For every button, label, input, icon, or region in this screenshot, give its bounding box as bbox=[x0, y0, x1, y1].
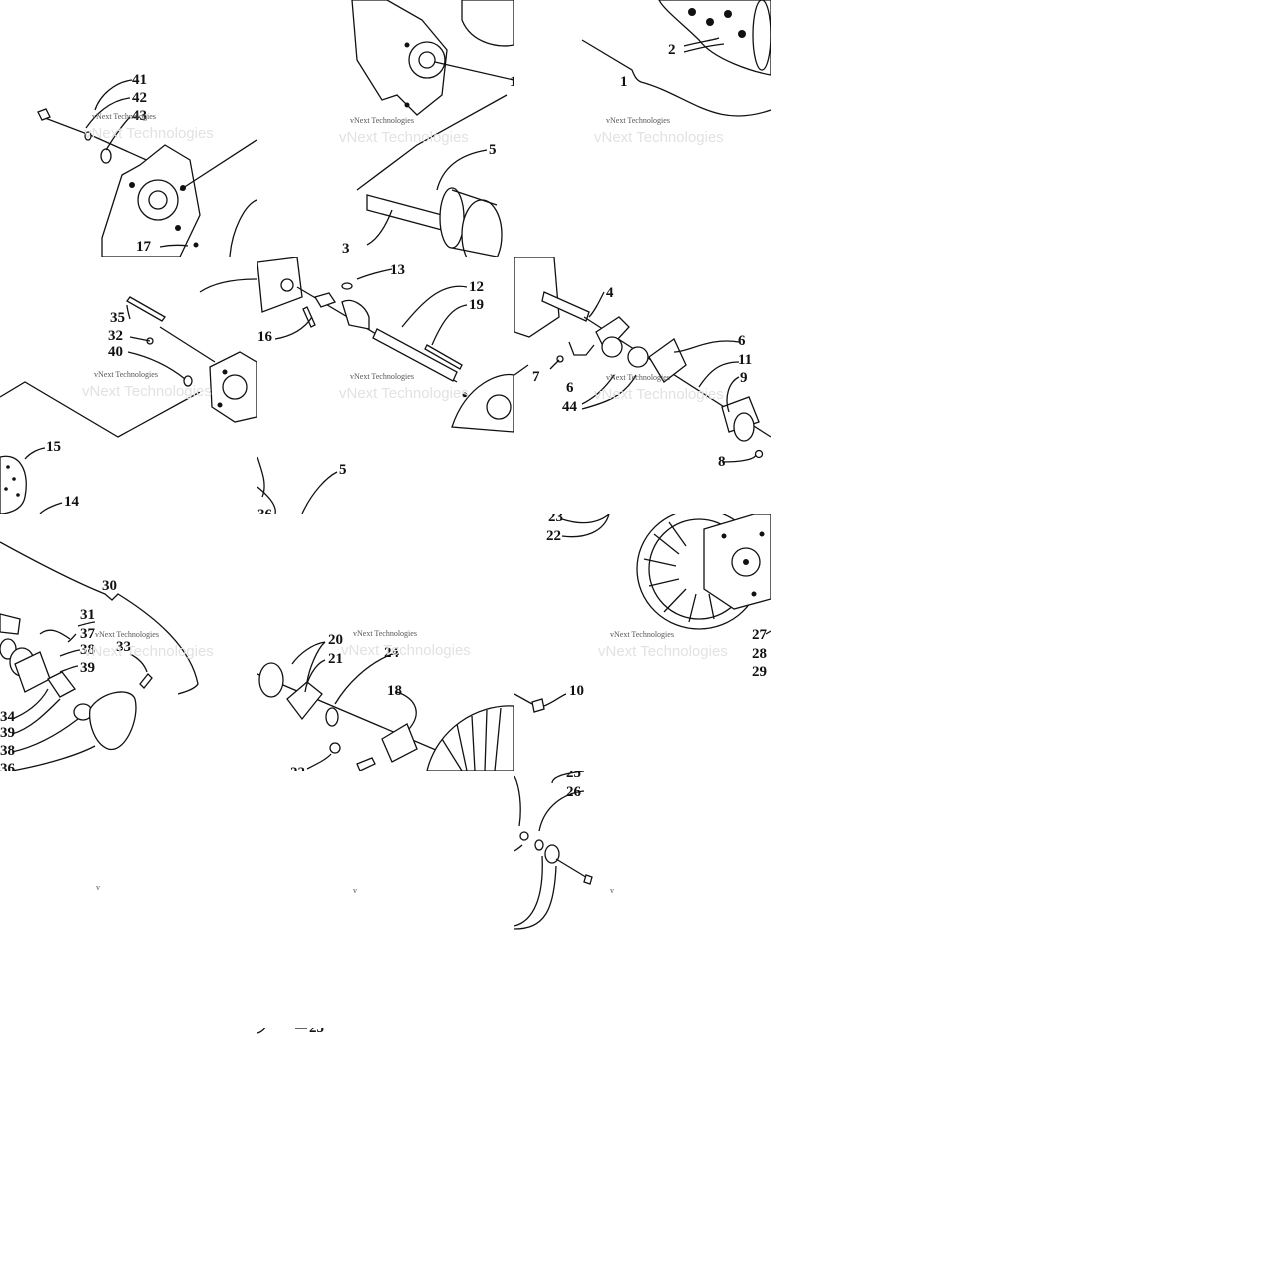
callout-42: 42 bbox=[132, 90, 147, 106]
callout-32: 32 bbox=[108, 328, 123, 344]
callout-16: 16 bbox=[257, 329, 272, 345]
callout-17: 17 bbox=[136, 239, 151, 255]
diagram-tile-r1c1: 13 12 19 16 5 36 vNext Technologies vNex… bbox=[257, 257, 514, 514]
callout-4: 4 bbox=[606, 285, 614, 301]
callout-11: 11 bbox=[738, 352, 753, 368]
callout-22: 22 bbox=[546, 528, 561, 544]
callout-15: 15 bbox=[46, 439, 61, 455]
diagram-tile-r2c2: 23 22 27 28 29 10 vNext Technologies vNe… bbox=[514, 514, 771, 771]
callout-26: 26 bbox=[566, 784, 581, 800]
brake-caliper-drawing bbox=[0, 541, 199, 771]
callout-23: 23 bbox=[548, 514, 563, 525]
callout-22: 22 bbox=[290, 766, 305, 772]
callout-39: 39 bbox=[80, 660, 95, 676]
callout-9: 9 bbox=[740, 370, 748, 386]
callout-38: 38 bbox=[0, 743, 15, 759]
diagram-tile-r2c1: 20 21 24 18 22 vNext Technologies vNext … bbox=[257, 514, 514, 771]
diagram-tile-r3c2: 25 26 v bbox=[514, 771, 771, 1028]
callout-33: 33 bbox=[116, 639, 131, 655]
callout-14: 14 bbox=[64, 494, 79, 510]
callout-40: 40 bbox=[108, 344, 123, 360]
callout-1: 1 bbox=[620, 74, 628, 90]
callout-1: 1 bbox=[510, 74, 514, 90]
watermark: v bbox=[96, 883, 100, 892]
callout-19: 19 bbox=[469, 297, 484, 313]
callout-12: 12 bbox=[469, 279, 484, 295]
driven-pulley-drawing bbox=[257, 641, 514, 771]
watermark: vNext Technologies bbox=[610, 630, 674, 639]
callout-34: 34 bbox=[0, 709, 15, 725]
callout-20: 20 bbox=[328, 632, 343, 648]
diagram-tile-r3c1: v bbox=[257, 771, 514, 1028]
callout-18: 18 bbox=[387, 683, 402, 699]
diagram-tile-r0c1: 1 5 3 vNext Technologies vNext Technolog… bbox=[257, 0, 514, 257]
diagram-tile-r1c2: 4 7 6 6 11 9 44 8 vNext Technologies vNe… bbox=[514, 257, 771, 514]
watermark-ghost: vNext Technologies bbox=[594, 129, 724, 146]
callout-44: 44 bbox=[562, 399, 577, 415]
watermark-ghost: vNext Technologies bbox=[598, 643, 728, 660]
callout-43: 43 bbox=[132, 108, 147, 124]
watermark: v bbox=[610, 886, 614, 895]
callout-41: 41 bbox=[132, 72, 147, 88]
callout-38: 38 bbox=[80, 642, 95, 658]
diagram-tile-r1c0: 35 32 40 15 14 vNext Technologies vNext … bbox=[0, 257, 257, 514]
diagram-tile-r0c2: 2 1 vNext Technologies vNext Technologie… bbox=[514, 0, 771, 257]
watermark-ghost: vNext Technologies bbox=[339, 385, 469, 402]
pulley-fragment-drawing bbox=[257, 1028, 307, 1034]
engine-housing-drawing bbox=[37, 79, 257, 257]
callout-30: 30 bbox=[102, 578, 117, 594]
callout-31: 31 bbox=[80, 607, 95, 623]
driveshaft-drawing bbox=[351, 0, 514, 257]
callout-7: 7 bbox=[532, 369, 540, 385]
callout-6: 6 bbox=[566, 380, 574, 396]
watermark-ghost: vNext Technologies bbox=[82, 383, 212, 400]
watermark: vNext Technologies bbox=[92, 112, 156, 121]
pulley-bolt-drawing bbox=[514, 771, 593, 930]
callout-25: 25 bbox=[566, 771, 581, 781]
watermark-ghost: vNext Technologies bbox=[84, 643, 214, 660]
bearing-flange-drawing bbox=[514, 257, 771, 463]
callout-8: 8 bbox=[718, 454, 726, 470]
watermark: vNext Technologies bbox=[606, 373, 670, 382]
diagram-tile-r4c1: 25 bbox=[257, 1028, 514, 1285]
callout-10: 10 bbox=[569, 683, 584, 699]
chaincase-drawing bbox=[0, 278, 257, 514]
watermark: vNext Technologies bbox=[94, 370, 158, 379]
callout-35: 35 bbox=[110, 310, 125, 326]
drive-pulley-drawing bbox=[514, 514, 771, 713]
callout-37: 37 bbox=[80, 626, 95, 642]
callout-25: 25 bbox=[309, 1028, 324, 1036]
callout-28: 28 bbox=[752, 646, 767, 662]
callout-3: 3 bbox=[342, 241, 350, 257]
callout-5: 5 bbox=[339, 462, 347, 478]
callout-13: 13 bbox=[390, 262, 405, 278]
watermark-ghost: vNext Technologies bbox=[84, 125, 214, 142]
callout-39: 39 bbox=[0, 725, 15, 741]
callout-2: 2 bbox=[668, 42, 676, 58]
clutch-assembly-drawing bbox=[581, 0, 771, 117]
callout-36: 36 bbox=[257, 508, 272, 515]
watermark: vNext Technologies bbox=[606, 116, 670, 125]
callout-27: 27 bbox=[752, 627, 767, 643]
callout-29: 29 bbox=[752, 664, 767, 680]
callout-36: 36 bbox=[0, 761, 15, 772]
watermark: vNext Technologies bbox=[350, 372, 414, 381]
watermark: vNext Technologies bbox=[353, 629, 417, 638]
callout-21: 21 bbox=[328, 651, 343, 667]
diagram-tile-r2c0: 30 31 37 38 39 33 34 39 38 36 vNext Tech… bbox=[0, 514, 257, 771]
watermark-ghost: vNext Technologies bbox=[594, 386, 724, 403]
jackshaft-drawing bbox=[257, 257, 514, 514]
watermark: v bbox=[353, 886, 357, 895]
callout-24: 24 bbox=[384, 645, 399, 661]
watermark: vNext Technologies bbox=[350, 116, 414, 125]
diagram-tile-r3c0: v bbox=[0, 771, 257, 1028]
watermark-ghost: vNext Technologies bbox=[341, 642, 471, 659]
watermark-ghost: vNext Technologies bbox=[339, 129, 469, 146]
callout-5: 5 bbox=[489, 142, 497, 158]
diagram-tile-r0c0: 41 42 43 17 vNext Technologies vNext Tec… bbox=[0, 0, 257, 257]
callout-6: 6 bbox=[738, 333, 746, 349]
watermark: vNext Technologies bbox=[95, 630, 159, 639]
